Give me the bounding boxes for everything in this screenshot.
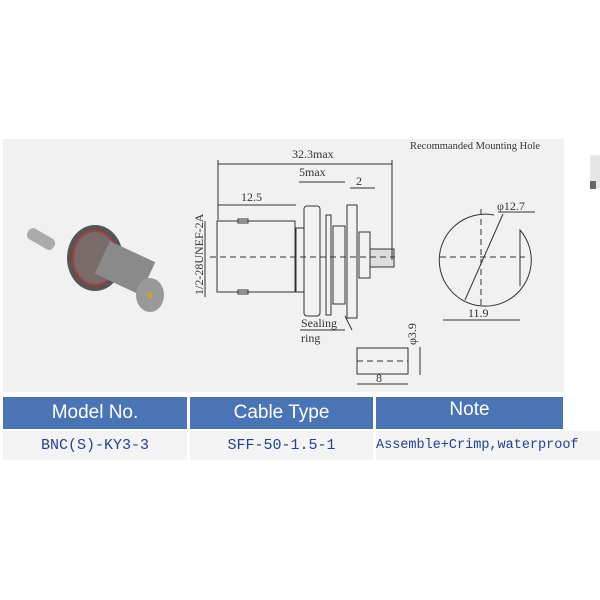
connector-render [26, 225, 164, 312]
dim-ferrule-length: 8 [376, 371, 382, 385]
dim-thread: 1/2-28UNEF-2A [192, 213, 206, 295]
cell-note: Assemble+Crimp,waterproof [376, 431, 600, 460]
header-cable: Cable Type [190, 397, 373, 429]
dim-flange: 2 [356, 174, 362, 188]
header-note: Note [376, 397, 563, 429]
sealing-label-2: ring [301, 331, 320, 345]
dim-ferrule-diameter: φ3.9 [405, 323, 419, 345]
mounting-hole [438, 209, 535, 321]
dim-hole-diameter: φ12.7 [497, 199, 525, 213]
dim-front-length: 12.5 [241, 190, 262, 204]
header-model: Model No. [3, 397, 187, 429]
dim-overall: 32.3max [292, 147, 334, 161]
sealing-label: Sealing [301, 316, 337, 330]
technical-drawing: 32.3max 5max 2 12.5 1/2-28UNEF-2A φ12.7 … [26, 147, 535, 385]
mounting-hole-title: Recommanded Mounting Hole [410, 141, 541, 152]
cell-cable: SFF-50-1.5-1 [190, 431, 373, 460]
drawing-panel: 32.3max 5max 2 12.5 1/2-28UNEF-2A φ12.7 … [3, 139, 564, 392]
cell-model: BNC(S)-KY3-3 [3, 431, 187, 460]
dim-panel: 5max [299, 165, 326, 179]
dim-hole-flat: 11.9 [468, 306, 489, 320]
side-view [204, 160, 421, 385]
thumbnail[interactable] [590, 155, 600, 189]
